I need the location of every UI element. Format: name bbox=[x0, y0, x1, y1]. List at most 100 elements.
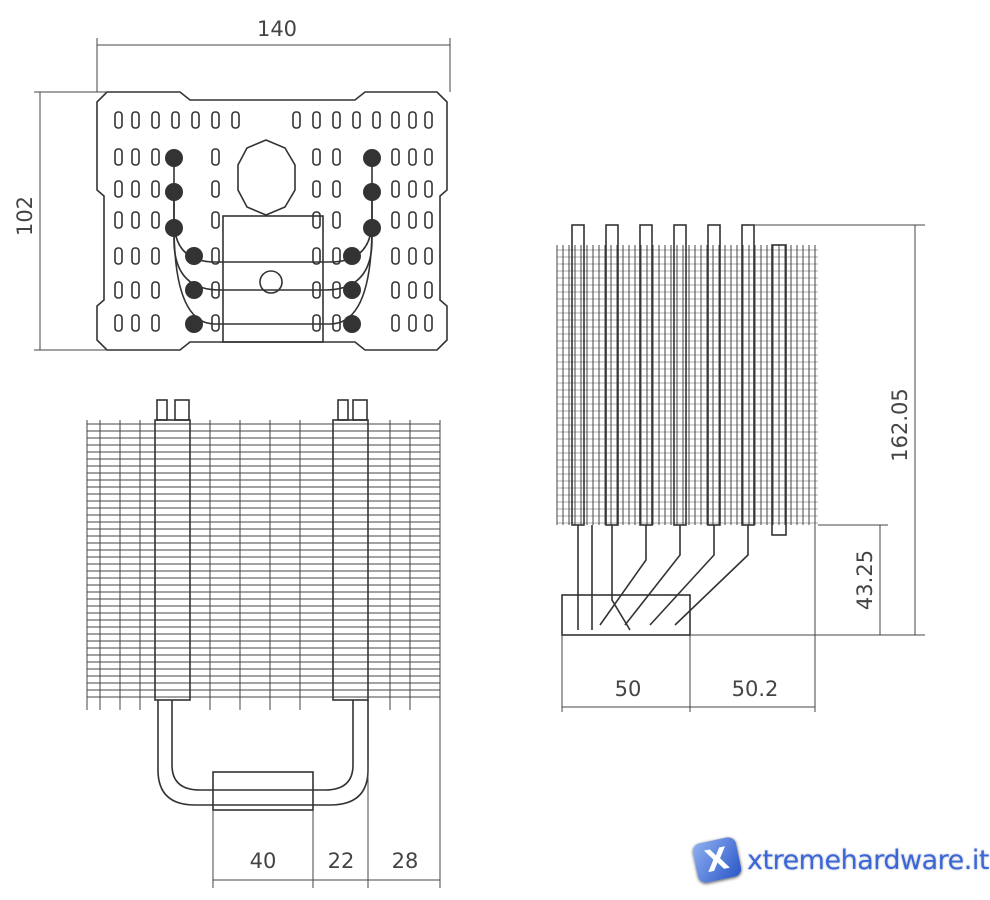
vent-slot bbox=[114, 247, 123, 265]
watermark-text: xtremehardware.it bbox=[747, 844, 989, 876]
vent-slot bbox=[408, 211, 417, 229]
vent-slot bbox=[131, 281, 140, 299]
vent-slot bbox=[312, 111, 321, 129]
heatpipe-end bbox=[185, 247, 203, 265]
vent-slot bbox=[332, 111, 341, 129]
vent-slot bbox=[211, 148, 220, 166]
heatpipe bbox=[571, 224, 585, 526]
heatpipe-end bbox=[165, 183, 183, 201]
heatpipe-end bbox=[343, 247, 361, 265]
vent-slot bbox=[391, 314, 400, 332]
vent-slot bbox=[211, 111, 220, 129]
vent-slot bbox=[151, 247, 160, 265]
heatpipe-end bbox=[165, 149, 183, 167]
heatpipe-end bbox=[363, 183, 381, 201]
vent-slot bbox=[151, 281, 160, 299]
vent-slot bbox=[114, 180, 123, 198]
heatpipe bbox=[707, 224, 721, 526]
dim-label-front-overhang: 28 bbox=[392, 849, 419, 873]
vent-slot bbox=[424, 281, 433, 299]
vent-slot bbox=[391, 247, 400, 265]
vent-slot bbox=[408, 247, 417, 265]
vent-slot bbox=[211, 180, 220, 198]
vent-slot bbox=[114, 111, 123, 129]
x-logo-icon: X bbox=[691, 835, 743, 885]
heatpipe-end bbox=[343, 281, 361, 299]
vent-slot bbox=[312, 247, 321, 265]
vent-slot bbox=[312, 180, 321, 198]
heatpipe-end bbox=[343, 315, 361, 333]
vent-slot bbox=[151, 180, 160, 198]
vent-slot bbox=[114, 211, 123, 229]
dim-label-front-offset: 22 bbox=[328, 849, 355, 873]
vent-slot bbox=[114, 314, 123, 332]
vent-slot bbox=[408, 281, 417, 299]
vent-slot bbox=[408, 180, 417, 198]
side-view: 162.05 43.25 50 50.2 bbox=[556, 224, 925, 712]
vent-slot bbox=[391, 180, 400, 198]
dim-label-top-width: 140 bbox=[257, 17, 297, 41]
vent-slot bbox=[211, 247, 220, 265]
dim-label-side-clearance: 43.25 bbox=[853, 550, 877, 610]
vent-slot bbox=[312, 314, 321, 332]
vent-slot bbox=[151, 148, 160, 166]
vent-slot bbox=[312, 148, 321, 166]
vent-slot bbox=[151, 211, 160, 229]
front-view: 40 22 28 bbox=[86, 399, 441, 888]
vent-slot bbox=[424, 180, 433, 198]
vent-slot bbox=[171, 111, 180, 129]
heatpipe-end bbox=[363, 219, 381, 237]
vent-slot bbox=[131, 211, 140, 229]
heatpipe-end bbox=[185, 315, 203, 333]
heatpipe bbox=[673, 224, 687, 526]
heatpipe-end bbox=[185, 281, 203, 299]
vent-slot bbox=[114, 281, 123, 299]
top-view: 140 102 bbox=[13, 17, 451, 351]
vent-slot bbox=[332, 148, 341, 166]
vent-slot bbox=[332, 211, 341, 229]
vent-slot bbox=[151, 314, 160, 332]
vent-slot bbox=[424, 314, 433, 332]
vent-slot bbox=[391, 148, 400, 166]
heatpipe bbox=[605, 224, 619, 526]
vent-slot bbox=[391, 281, 400, 299]
mount-hole bbox=[237, 139, 296, 216]
heatpipe-end bbox=[165, 219, 183, 237]
vent-slot bbox=[424, 211, 433, 229]
dim-label-top-depth: 102 bbox=[13, 196, 37, 236]
heatpipe bbox=[741, 224, 755, 526]
vent-slot bbox=[114, 148, 123, 166]
vent-slot bbox=[131, 247, 140, 265]
vent-slot bbox=[408, 314, 417, 332]
vent-slot bbox=[408, 148, 417, 166]
vent-slot bbox=[292, 111, 301, 129]
vent-slot bbox=[211, 314, 220, 332]
heatpipe-side bbox=[771, 244, 787, 536]
vent-slot bbox=[391, 211, 400, 229]
vent-slot bbox=[352, 111, 361, 129]
vent-slot bbox=[131, 111, 140, 129]
dim-label-side-height: 162.05 bbox=[888, 388, 912, 461]
vent-slot bbox=[131, 180, 140, 198]
vent-slot bbox=[191, 111, 200, 129]
vent-slot bbox=[332, 180, 341, 198]
vent-slot bbox=[424, 148, 433, 166]
vent-slot bbox=[372, 111, 381, 129]
dim-label-side-fin: 50.2 bbox=[732, 677, 779, 701]
dim-label-front-base: 40 bbox=[250, 849, 277, 873]
vent-slot bbox=[131, 148, 140, 166]
vent-slot bbox=[131, 314, 140, 332]
vent-slot bbox=[424, 111, 433, 129]
heatpipe bbox=[639, 224, 653, 526]
vent-slot bbox=[211, 211, 220, 229]
vent-slot bbox=[424, 247, 433, 265]
vent-slot bbox=[231, 111, 240, 129]
vent-slot bbox=[391, 111, 400, 129]
vent-slot bbox=[151, 111, 160, 129]
heatpipe-end bbox=[363, 149, 381, 167]
vent-slot bbox=[312, 211, 321, 229]
dim-label-side-base: 50 bbox=[615, 677, 642, 701]
vent-slot bbox=[408, 111, 417, 129]
vent-slot bbox=[332, 247, 341, 265]
